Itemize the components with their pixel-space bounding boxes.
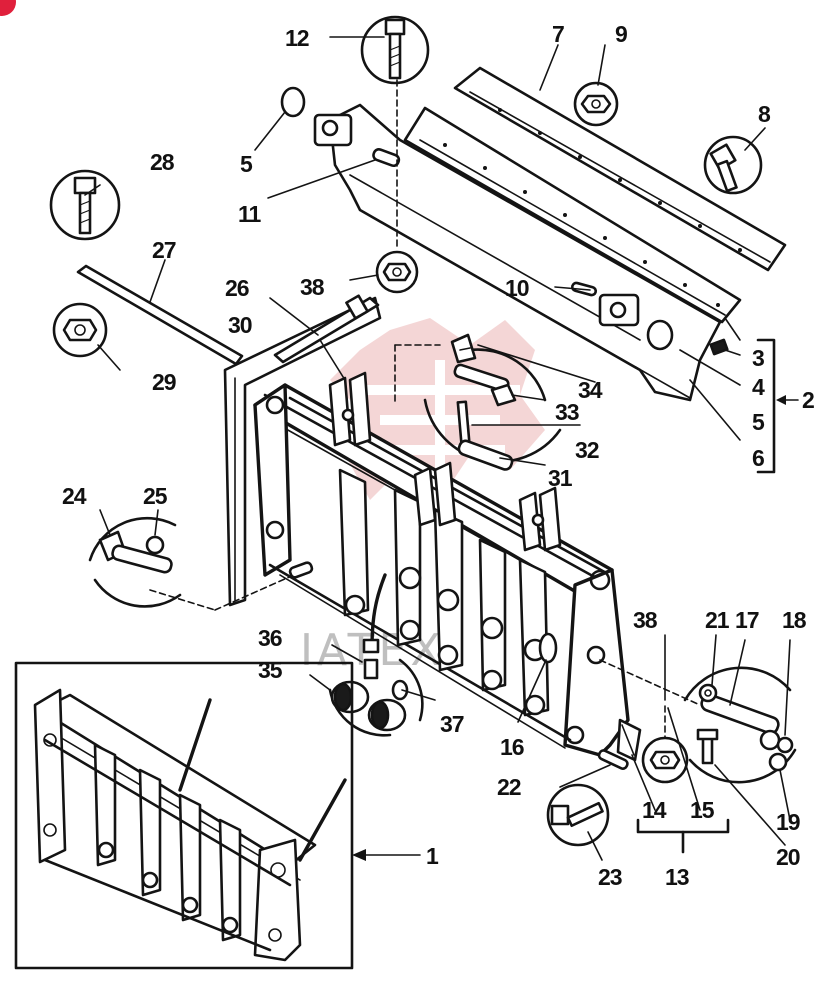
callout-20: 20 xyxy=(776,844,800,870)
callout-7: 7 xyxy=(552,21,564,47)
bracket-group-2 xyxy=(756,338,776,474)
callout-35: 35 xyxy=(258,657,283,683)
callout-32: 32 xyxy=(575,437,599,463)
leader-lines xyxy=(84,36,791,861)
callout-8: 8 xyxy=(758,101,771,127)
callout-15: 15 xyxy=(690,797,715,823)
pin-detail-17-21 xyxy=(599,659,797,784)
callout-17: 17 xyxy=(735,607,759,633)
bolt-12-detail xyxy=(360,15,430,85)
callout-25: 25 xyxy=(143,483,168,509)
callout-labels: 12 7 9 8 5 11 28 27 38 10 26 30 29 34 33… xyxy=(62,21,815,890)
callout-27: 27 xyxy=(152,237,176,263)
cutting-blade-assembly xyxy=(280,66,787,402)
callout-36: 36 xyxy=(258,625,282,651)
nut-29-detail xyxy=(52,302,108,358)
nut-38-upper-detail xyxy=(375,79,419,294)
callout-33: 33 xyxy=(555,399,579,425)
callout-24: 24 xyxy=(62,483,87,509)
callout-5-top: 5 xyxy=(240,151,253,177)
callout-23: 23 xyxy=(598,864,622,890)
nut-38-lower-detail xyxy=(641,705,689,784)
bolt-8-detail xyxy=(703,135,763,195)
callout-11: 11 xyxy=(238,201,262,227)
nut-9-detail xyxy=(573,81,619,127)
callout-6: 6 xyxy=(752,445,764,471)
pin-detail-24-25 xyxy=(88,516,314,611)
callout-28: 28 xyxy=(150,149,175,175)
callout-19: 19 xyxy=(776,809,800,835)
callout-9: 9 xyxy=(615,21,627,47)
bracket-group-13 xyxy=(636,818,730,854)
callout-18: 18 xyxy=(782,607,807,633)
callout-1: 1 xyxy=(426,843,439,869)
callout-10: 10 xyxy=(505,275,529,301)
callout-12: 12 xyxy=(285,25,309,51)
corner-badge xyxy=(0,0,16,16)
callout-30: 30 xyxy=(228,312,252,338)
assembly-overview-inset xyxy=(14,661,354,970)
callout-38-lower: 38 xyxy=(633,607,658,633)
bolt-28-detail xyxy=(49,169,121,241)
callout-34: 34 xyxy=(578,377,603,403)
callout-14: 14 xyxy=(642,797,667,823)
callout-4: 4 xyxy=(752,374,765,400)
arrow-2 xyxy=(776,395,786,405)
callout-37: 37 xyxy=(440,711,464,737)
callout-3: 3 xyxy=(752,345,764,371)
arrow-1 xyxy=(352,849,366,861)
callout-21: 21 xyxy=(705,607,730,633)
callout-31: 31 xyxy=(548,465,573,491)
shaft-detail-31-34 xyxy=(394,333,562,471)
callout-16: 16 xyxy=(500,734,524,760)
callout-26: 26 xyxy=(225,275,249,301)
callout-38-upper: 38 xyxy=(300,274,325,300)
callout-5-right: 5 xyxy=(752,409,765,435)
callout-29: 29 xyxy=(152,369,176,395)
bolt-23-detail xyxy=(546,783,610,847)
main-frame xyxy=(223,294,642,770)
callout-22: 22 xyxy=(497,774,521,800)
callout-13: 13 xyxy=(665,864,689,890)
bar-27 xyxy=(76,264,244,366)
callout-2: 2 xyxy=(802,387,814,413)
